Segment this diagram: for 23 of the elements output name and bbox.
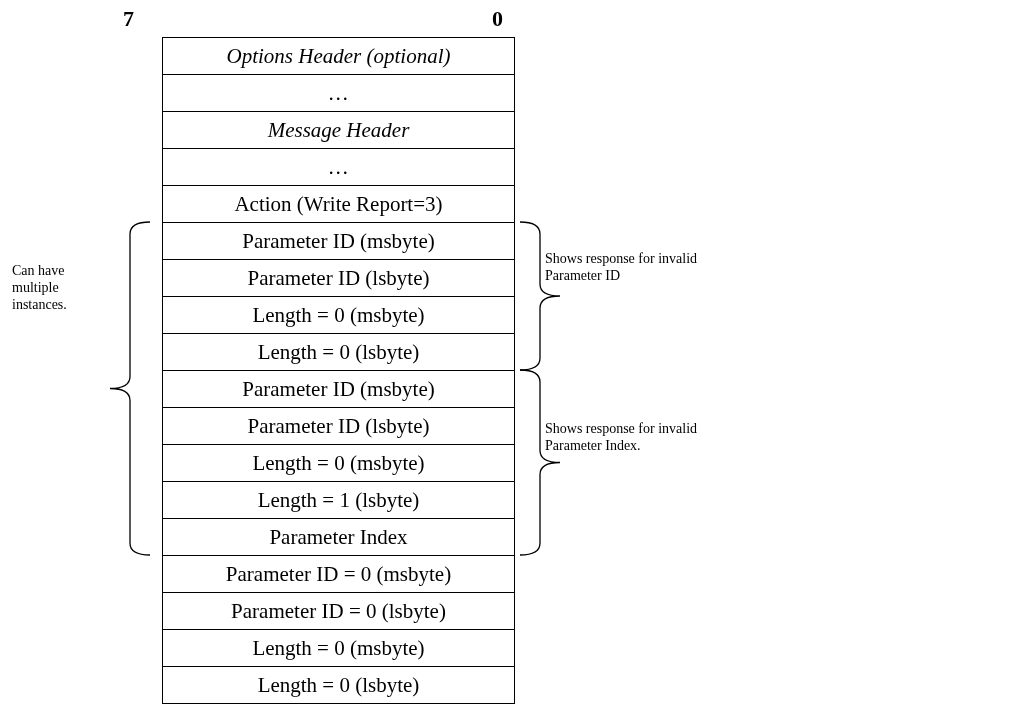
table-cell: Action (Write Report=3): [162, 185, 515, 223]
table-cell: Length = 0 (lsbyte): [162, 333, 515, 371]
table-cell: Parameter ID (lsbyte): [162, 259, 515, 297]
note-text: Shows response for invalid Parameter ID: [545, 250, 699, 284]
bit-number: 0: [492, 6, 503, 32]
table-cell: Options Header (optional): [162, 37, 515, 75]
table-cell: …: [162, 148, 515, 186]
table-cell: Parameter ID (msbyte): [162, 370, 515, 408]
bit-number: 7: [123, 6, 134, 32]
table-cell: Length = 0 (msbyte): [162, 296, 515, 334]
table-cell: …: [162, 74, 515, 112]
table-cell: Length = 0 (msbyte): [162, 444, 515, 482]
table-cell: Length = 0 (msbyte): [162, 629, 515, 667]
table-cell: Message Header: [162, 111, 515, 149]
table-cell: Parameter ID = 0 (lsbyte): [162, 592, 515, 630]
table-cell: Parameter Index: [162, 518, 515, 556]
table-cell: Length = 0 (lsbyte): [162, 666, 515, 704]
table-cell: Parameter ID (msbyte): [162, 222, 515, 260]
table-cell: Length = 1 (lsbyte): [162, 481, 515, 519]
table-cell: Parameter ID (lsbyte): [162, 407, 515, 445]
note-text: Can have multiple instances.: [12, 262, 68, 313]
note-text: Shows response for invalid Parameter Index.: [545, 420, 699, 454]
table-cell: Parameter ID = 0 (msbyte): [162, 555, 515, 593]
